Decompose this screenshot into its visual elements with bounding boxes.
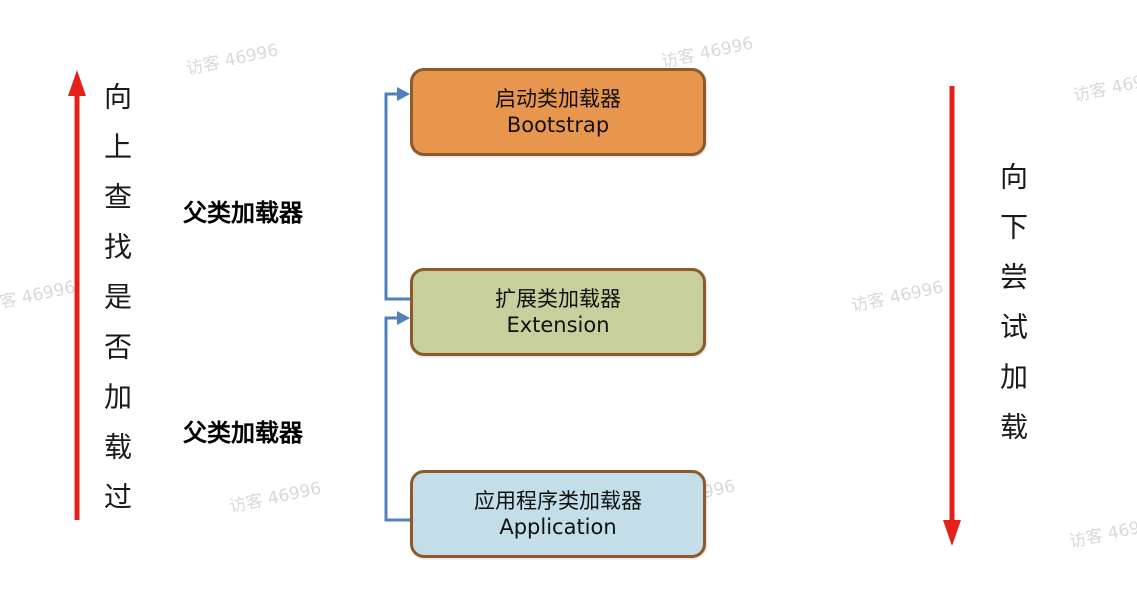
- parent-loader-label: 父类加载器: [183, 199, 303, 227]
- bootstrap-loader-title: 启动类加载器: [495, 86, 621, 111]
- watermark: 访客 46996: [659, 33, 756, 73]
- up-search-label: 向上查找是否加载过: [100, 82, 133, 532]
- watermark: 访客 46996: [849, 277, 946, 317]
- extension-loader-subtitle: Extension: [506, 313, 610, 337]
- extension-loader-title: 扩展类加载器: [495, 286, 621, 311]
- extension-loader-box: 扩展类加载器 Extension: [410, 268, 706, 356]
- down-arrow: [943, 86, 961, 546]
- watermark: 访客 46996: [184, 40, 281, 80]
- application-loader-box: 应用程序类加载器 Application: [410, 470, 706, 558]
- bootstrap-loader-box: 启动类加载器 Bootstrap: [410, 68, 706, 156]
- watermark: 访客 46996: [0, 277, 78, 317]
- parent-loader-label: 父类加载器: [183, 419, 303, 447]
- bootstrap-loader-subtitle: Bootstrap: [506, 113, 610, 137]
- watermark: 访客 46996: [227, 478, 324, 518]
- watermark: 访客 46996: [1067, 513, 1137, 553]
- extension-to-bootstrap-connector: [384, 87, 410, 301]
- application-loader-title: 应用程序类加载器: [474, 488, 642, 513]
- application-loader-subtitle: Application: [499, 515, 617, 539]
- application-to-extension-connector: [384, 311, 410, 522]
- watermark: 访客 46996: [1071, 67, 1137, 107]
- down-try-label: 向下尝试加载: [996, 162, 1029, 462]
